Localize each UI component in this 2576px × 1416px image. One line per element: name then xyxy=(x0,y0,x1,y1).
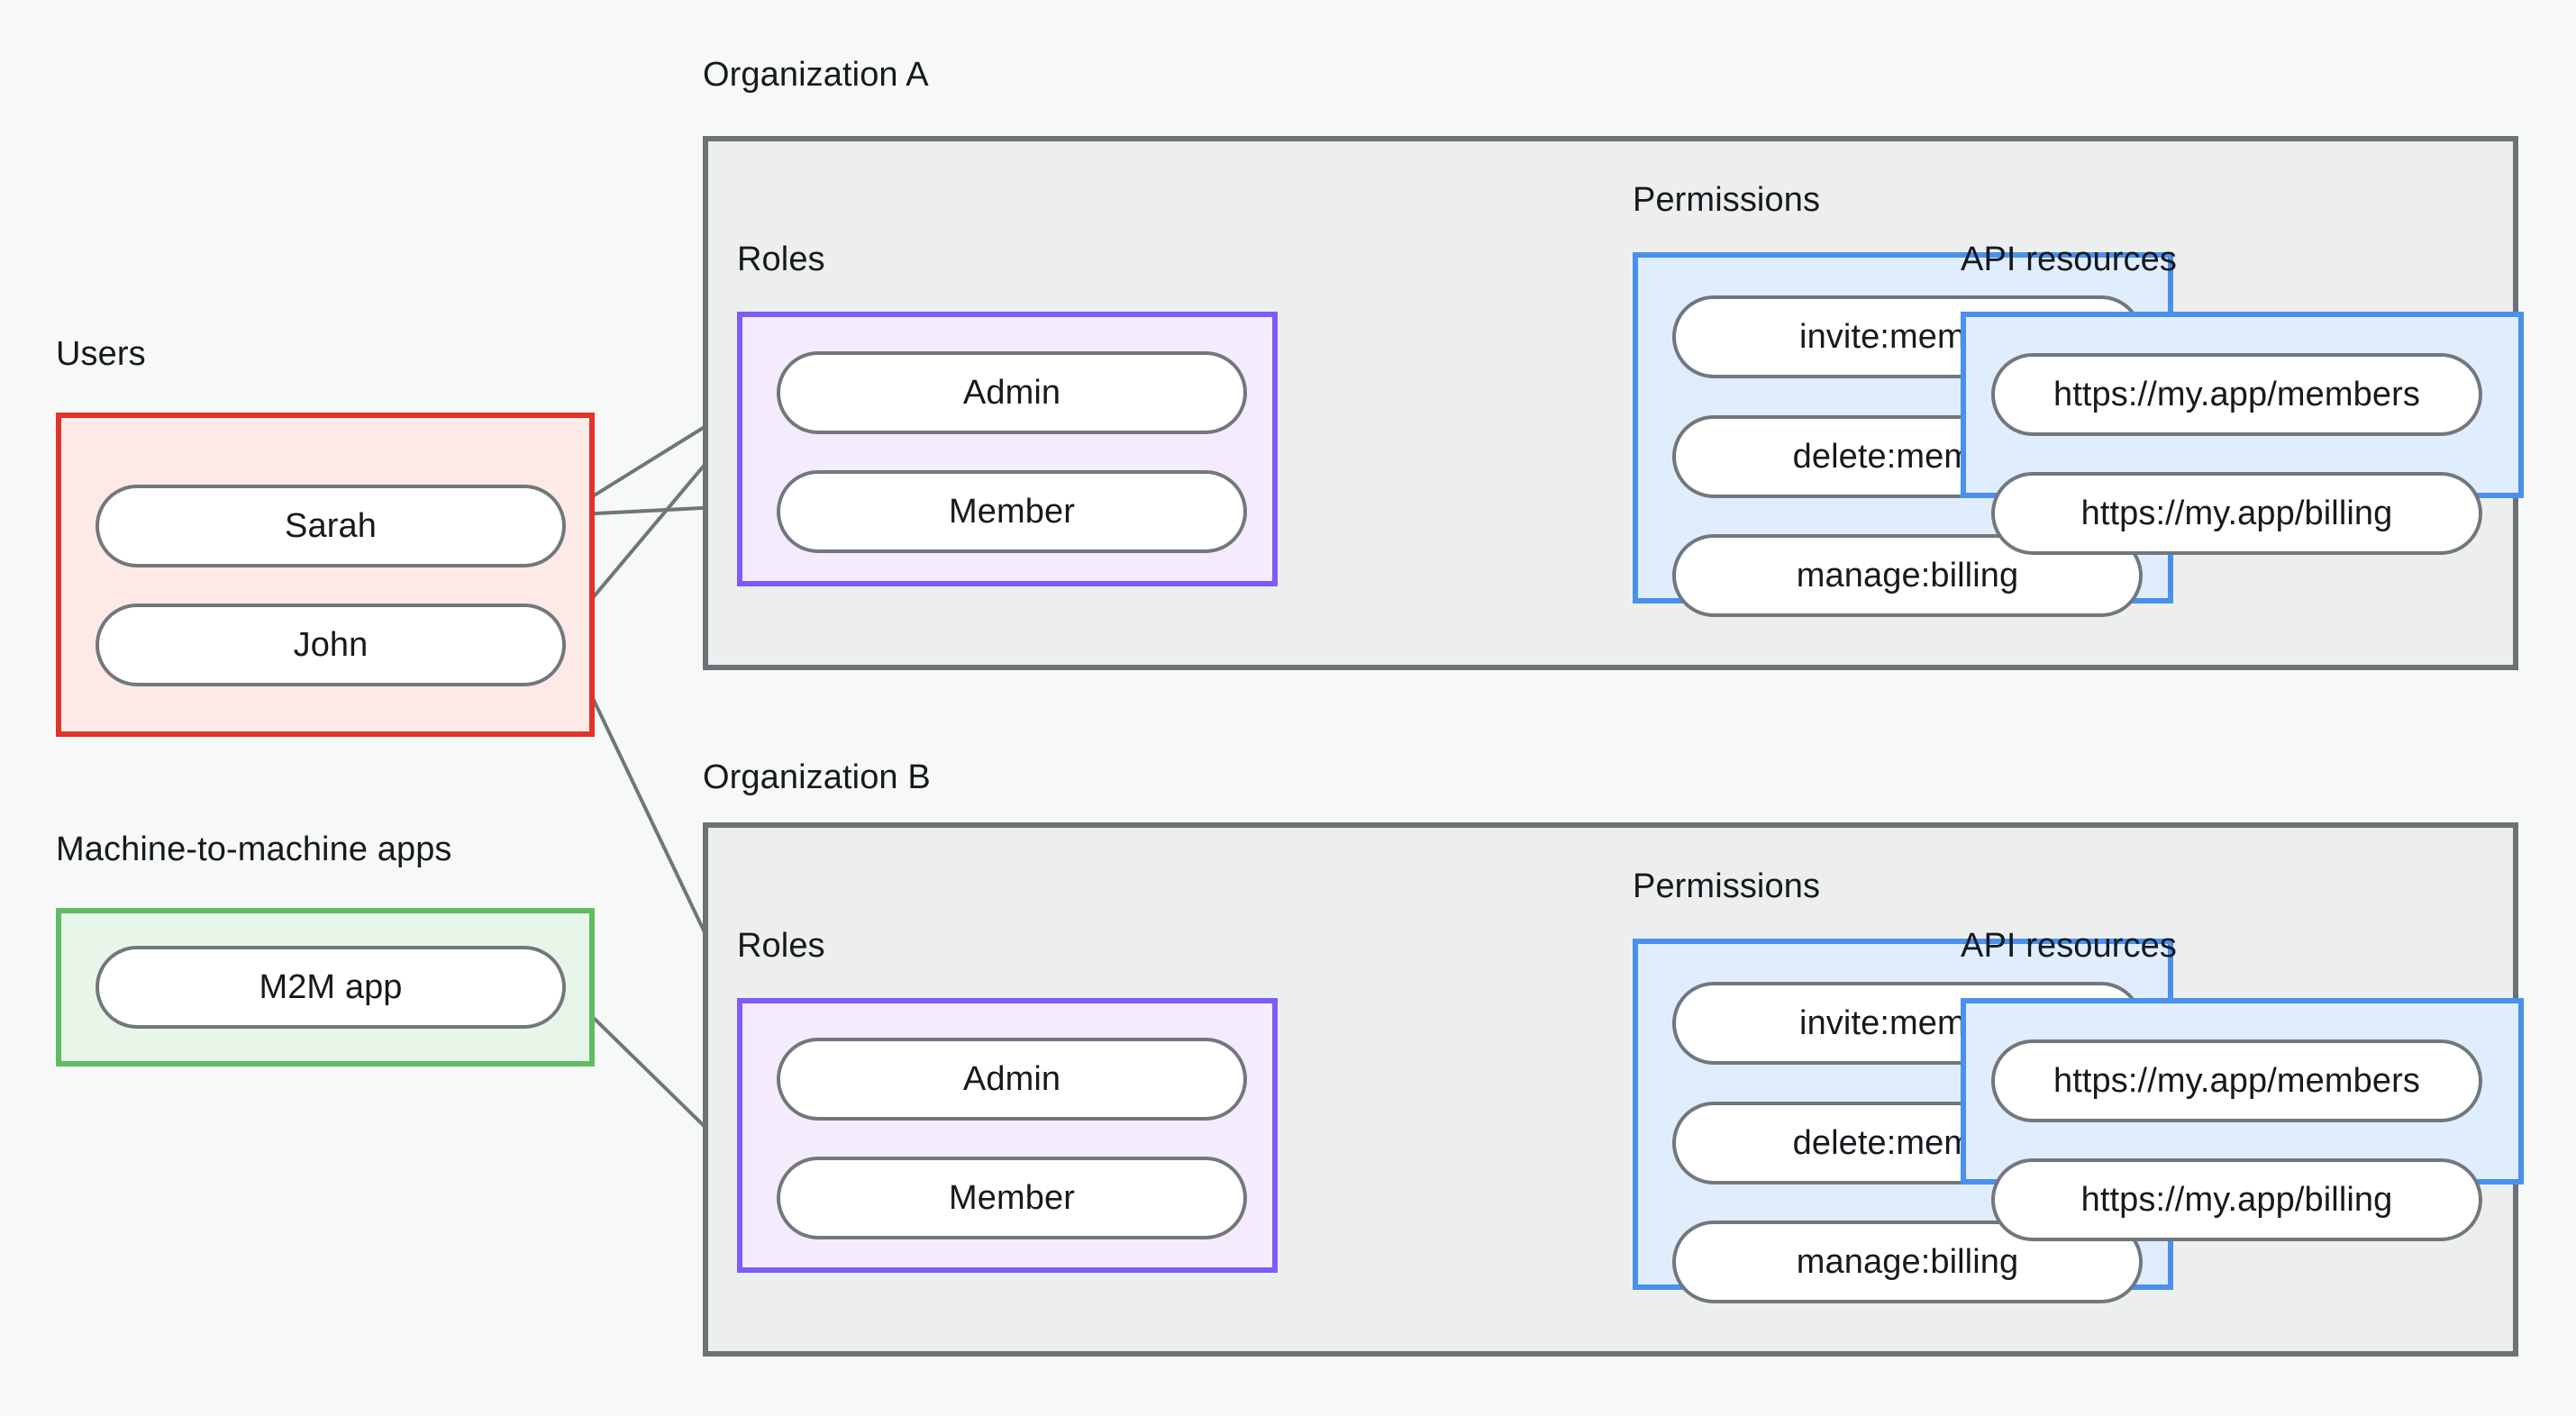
org-b-roles-container: Admin Member xyxy=(737,998,1278,1273)
org-b-role-member[interactable]: Member xyxy=(777,1157,1247,1239)
m2m-group-label: Machine-to-machine apps xyxy=(56,831,452,868)
org-b-container: Roles Admin Member Permissions invite:me… xyxy=(703,822,2524,1357)
user-node-john[interactable]: John xyxy=(96,604,566,686)
org-b-roles-label: Roles xyxy=(737,927,825,965)
org-a-title: Organization A xyxy=(703,56,929,94)
org-a-permission-manage-billing[interactable]: manage:billing xyxy=(1672,534,2143,617)
org-b-permissions-label: Permissions xyxy=(1633,867,1821,905)
org-a-permissions-label: Permissions xyxy=(1633,181,1821,219)
org-b-role-admin[interactable]: Admin xyxy=(777,1038,1247,1121)
org-b-api-resource-billing[interactable]: https://my.app/billing xyxy=(1991,1158,2482,1241)
org-b-permission-manage-billing[interactable]: manage:billing xyxy=(1672,1221,2143,1303)
org-a-api-resources-label: API resources xyxy=(1961,241,2177,278)
users-group-label: Users xyxy=(56,335,146,373)
org-b-title: Organization B xyxy=(703,758,931,796)
org-a-role-member[interactable]: Member xyxy=(777,470,1247,553)
org-a-role-admin[interactable]: Admin xyxy=(777,351,1247,434)
org-a-api-resource-members[interactable]: https://my.app/members xyxy=(1991,353,2482,436)
org-a-roles-label: Roles xyxy=(737,241,825,278)
org-b-api-resources-container: https://my.app/members https://my.app/bi… xyxy=(1961,998,2524,1241)
org-a-api-resource-billing[interactable]: https://my.app/billing xyxy=(1991,472,2482,555)
org-b-api-resource-members[interactable]: https://my.app/members xyxy=(1991,1039,2482,1122)
org-a-roles-container: Admin Member xyxy=(737,312,1278,586)
users-container: Sarah John xyxy=(56,413,595,737)
user-node-sarah[interactable]: Sarah xyxy=(96,485,566,567)
m2m-container: M2M app xyxy=(56,908,595,1067)
m2m-node-app[interactable]: M2M app xyxy=(96,946,566,1029)
org-a-api-resources-container: https://my.app/members https://my.app/bi… xyxy=(1961,312,2524,555)
org-a-container: Roles Admin Member Permissions invite:me… xyxy=(703,136,2524,670)
org-b-api-resources-label: API resources xyxy=(1961,927,2177,965)
